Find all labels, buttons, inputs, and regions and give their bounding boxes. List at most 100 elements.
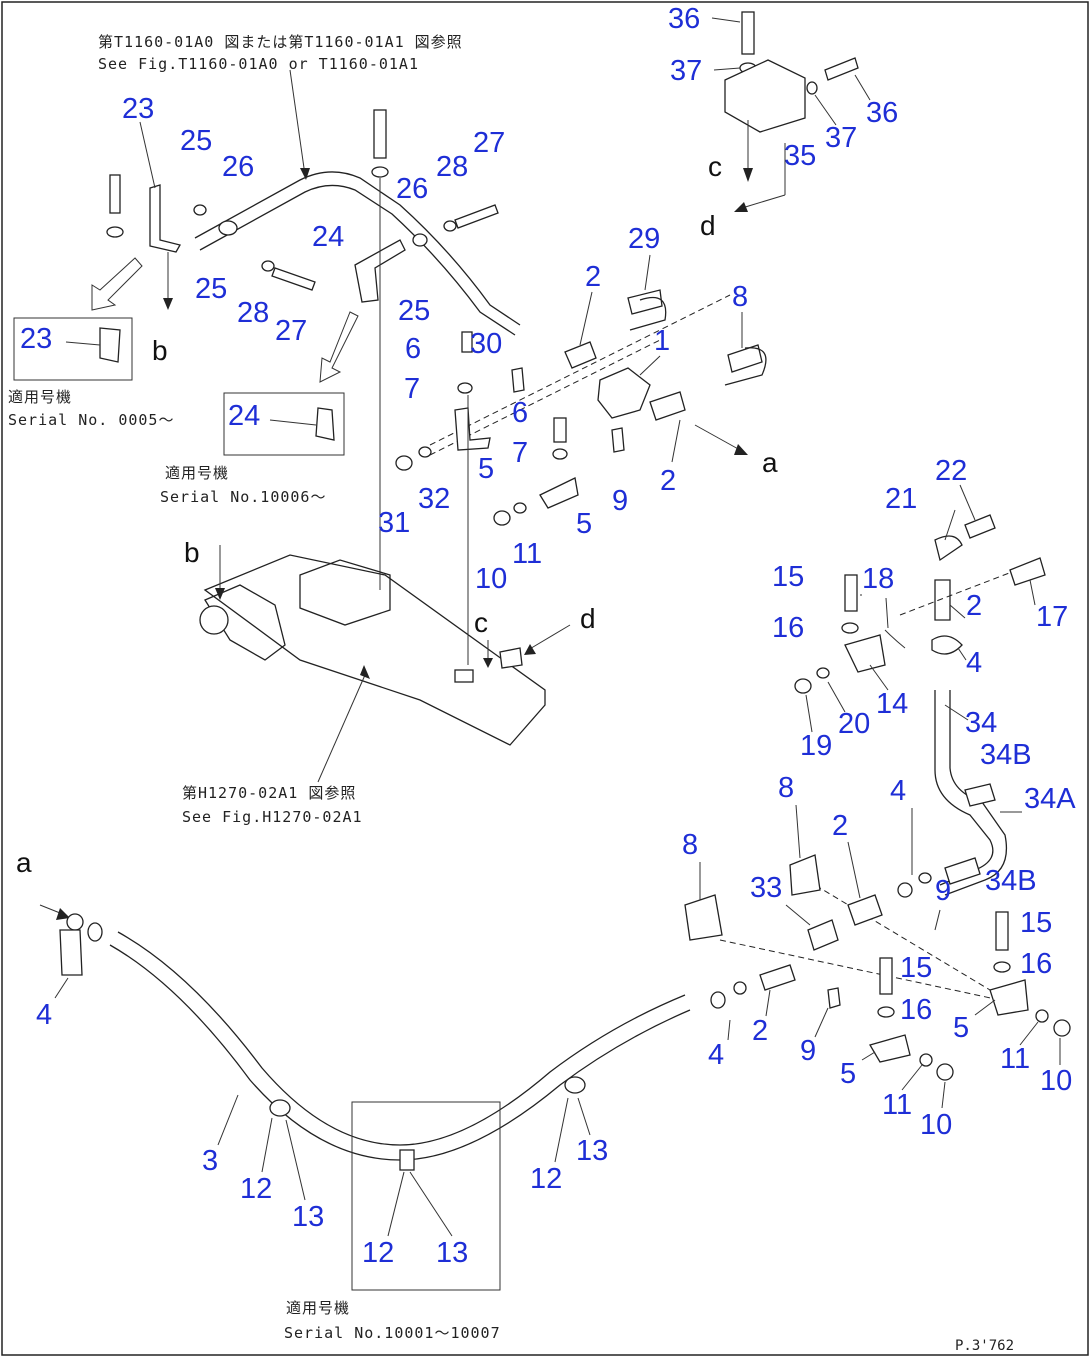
leader-2c: [949, 604, 966, 619]
nut-31: [395, 455, 413, 471]
leader-20: [827, 681, 846, 713]
callout-12-center: 12: [362, 1237, 394, 1269]
hollow-arrow-23: [91, 257, 143, 311]
callout-29: 29: [628, 223, 660, 255]
washer-23: [106, 226, 124, 238]
callout-11-right: 11: [1000, 1043, 1030, 1075]
callout-33: 33: [750, 872, 782, 904]
clip-30: [461, 331, 473, 353]
bolt-15-upper: [844, 574, 858, 612]
leader-29: [644, 254, 651, 291]
elbow-2-upper: [564, 341, 597, 369]
callout-37-side: 37: [825, 122, 857, 154]
washer-37-side: [806, 81, 818, 95]
leader-9-mid: [934, 909, 941, 931]
callout-20: 20: [838, 708, 870, 740]
note-serial-24-jp: 適用号機: [165, 464, 229, 482]
washer-28-right: [443, 220, 457, 232]
callout-28-left: 28: [237, 297, 269, 329]
callout-23-upper: 23: [122, 93, 154, 125]
callout-21: 21: [885, 483, 917, 515]
note-top-en: See Fig.T1160-01A0 or T1160-01A1: [98, 55, 419, 73]
lower-axis: [719, 939, 1001, 1001]
clamp-26-right: [412, 233, 428, 247]
leader-36-side: [854, 74, 871, 101]
callout-17: 17: [1036, 601, 1068, 633]
elbow-2-lower: [649, 391, 686, 421]
clip-30-b: [511, 367, 525, 393]
view-letter-a: a: [762, 447, 778, 478]
leader-2b: [671, 419, 681, 463]
lower-right-group: [684, 854, 1071, 1081]
bolt-27-left: [271, 267, 316, 291]
callout-16-right: 16: [1020, 948, 1052, 980]
leader-d-frame: [527, 624, 571, 651]
clip-33: [807, 919, 839, 951]
leader-19: [805, 694, 813, 733]
callout-4-mid: 4: [890, 775, 906, 807]
note-serial-box-en: Serial No.10001～10007: [284, 1324, 501, 1342]
leader-37-top: [713, 67, 741, 71]
leader-5-lower: [861, 1051, 876, 1061]
leader-13-right: [577, 1097, 591, 1136]
ref-leader: [289, 69, 306, 176]
callout-8-mid: 8: [778, 772, 794, 804]
callout-34B-upper: 34B: [980, 739, 1032, 771]
leader-4-upper: [957, 647, 967, 661]
clip-4-far-left: [59, 929, 83, 976]
callout-37-top: 37: [670, 55, 702, 87]
washer-16-lower: [877, 1006, 895, 1018]
callout-27-right: 27: [473, 127, 505, 159]
leader-13-left: [285, 1119, 306, 1201]
callout-26-right: 26: [396, 173, 428, 205]
leader-14: [869, 664, 889, 691]
callout-15-upper: 15: [772, 561, 804, 593]
washer-16-right: [993, 961, 1011, 973]
clamp-4-far-left: [66, 913, 84, 931]
leader-12-center: [387, 1171, 405, 1237]
arrow-b-frame: [215, 588, 225, 600]
callout-3: 3: [202, 1145, 218, 1177]
leader-3: [217, 1094, 239, 1146]
callout-30: 30: [470, 328, 502, 360]
arrow-d-frame: [524, 644, 536, 655]
note-top-jp: 第T1160-01A0 図または第T1160-01A1 図参照: [98, 33, 463, 51]
callout-2-e: 2: [752, 1015, 768, 1047]
arrow-a-lower: [56, 908, 70, 920]
hose-34-outer: [944, 690, 1008, 896]
washer-4-right: [918, 872, 932, 884]
washer-11-right: [1035, 1009, 1049, 1023]
leader-11-right: [1019, 1021, 1039, 1046]
bracket-23: [149, 184, 181, 253]
leader-lines: [54, 17, 1061, 1237]
leader-23-detail: [65, 341, 101, 346]
callout-10-upper: 10: [475, 563, 507, 595]
callout-32: 32: [418, 483, 450, 515]
washer-7-right: [552, 448, 568, 460]
bracket-35-group: [724, 11, 859, 212]
callout-15-lower: 15: [900, 952, 932, 984]
callout-25-right: 25: [398, 295, 430, 327]
bracket-14: [844, 634, 886, 673]
callout-8-upper: 8: [732, 281, 748, 313]
callout-12-left: 12: [240, 1173, 272, 1205]
frame-end: [204, 584, 286, 661]
view-letter-d-frame: d: [580, 603, 596, 634]
clamp-12-right: [564, 1076, 586, 1094]
clamp-4-left: [710, 991, 726, 1009]
washer-11-lower: [919, 1053, 933, 1067]
bolt-15-lower: [879, 957, 893, 995]
bracket-23-detail: [99, 327, 121, 363]
callout-19: 19: [800, 730, 832, 762]
arrow-a: [734, 444, 748, 455]
note-frame-jp: 第H1270-02A1 図参照: [182, 784, 356, 802]
clamp-26-left: [218, 220, 238, 236]
leader-13-center: [409, 1171, 453, 1237]
clip-9-lower: [827, 987, 841, 1009]
view-letter-c-frame: c: [474, 607, 488, 638]
arrow-d-top: [734, 202, 748, 212]
upper-pipe-line-2: [199, 184, 516, 336]
callout-10-lower: 10: [920, 1109, 952, 1141]
callout-34B-lower: 34B: [985, 865, 1037, 897]
